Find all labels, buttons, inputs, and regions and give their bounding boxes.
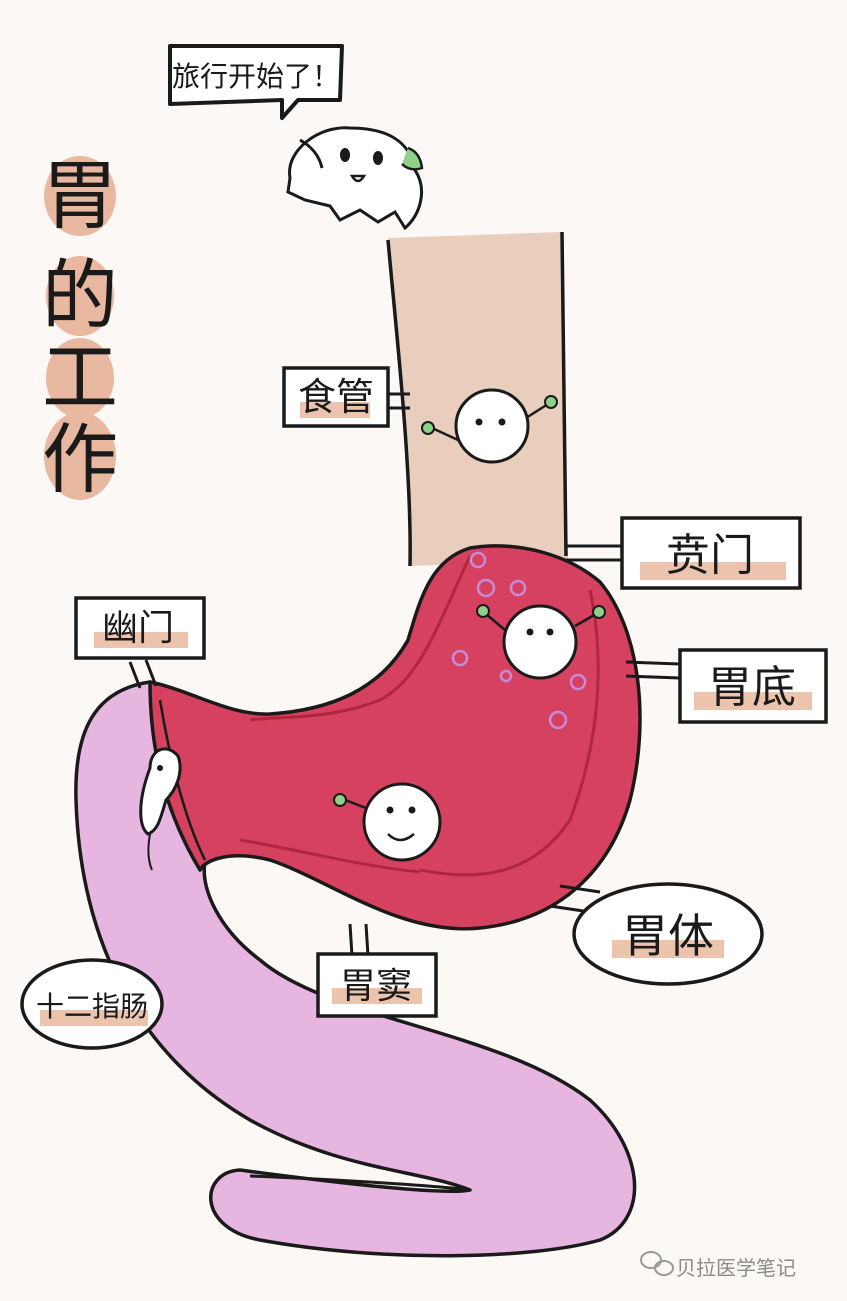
food-ball-esophagus [421,388,558,464]
svg-text:幽门: 幽门 [102,608,174,649]
svg-text:十二指肠: 十二指肠 [36,990,148,1023]
title-char-2: 的 [42,251,118,340]
title-highlight [46,256,114,336]
food-ball-body [333,782,442,862]
title-char-3: 工 [42,333,118,422]
label-fundus: 胃底 [678,648,828,724]
leader-lines [128,392,681,957]
title-highlight [44,156,116,236]
label-pylorus: 幽门 [74,596,206,660]
label-body: 胃体 [572,882,764,986]
label-antrum: 胃窦 [316,952,438,1018]
svg-text:食管: 食管 [298,375,374,419]
watermark: 贝拉医学笔记 [676,1256,796,1280]
title-char-1: 胃 [42,151,118,240]
wechat-icon [640,1251,674,1276]
title-char-4: 作 [42,415,118,504]
label-cardia: 贲门 [620,516,802,590]
label-esophagus: 食管 [282,366,390,428]
svg-text:胃体: 胃体 [622,909,714,963]
title-highlight [46,338,114,418]
title-highlight [44,412,116,500]
speech-bubble: 旅行开始了！ [168,44,344,120]
svg-text:胃窦: 胃窦 [340,966,412,1007]
stomach [148,544,642,931]
food-character-pylorus [139,747,182,871]
title: 胃 的 工 作 [42,151,118,504]
svg-text:胃底: 胃底 [708,662,796,713]
gas-bubbles [451,551,587,730]
speech-text: 旅行开始了！ [172,60,340,93]
label-duodenum: 十二指肠 [20,958,164,1050]
svg-text:贲门: 贲门 [666,530,754,581]
food-ball-fundus [476,604,606,680]
food-blob-character [286,126,424,231]
